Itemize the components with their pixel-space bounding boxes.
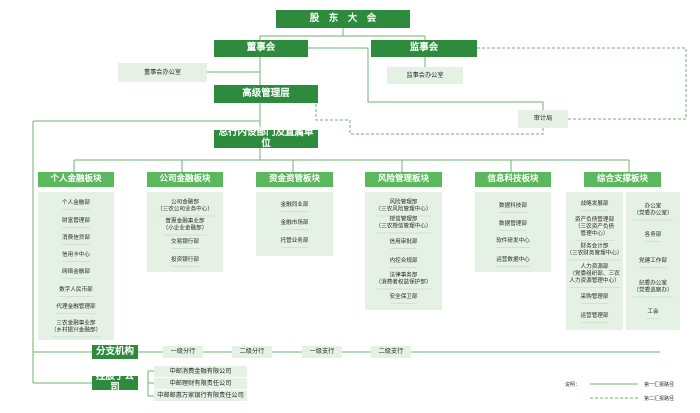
senior-management: 高级管理层: [214, 85, 318, 103]
list-item: 消费信贷部: [38, 235, 114, 245]
list-item: 办公室 （党委办公室）: [626, 204, 680, 221]
segment-personal-finance: 个人金融板块: [38, 172, 114, 187]
list-item: 网络金融部: [38, 269, 114, 279]
list-item: 交易银行部: [147, 239, 223, 249]
list-item: 个人金融部: [38, 200, 114, 210]
panel-personal-finance: 个人金融部 财富管理部 消费信贷部 信用卡中心 网络金融部 数字人民币部 代理金…: [38, 192, 114, 340]
list-item: 党建工作部: [626, 258, 680, 268]
branch-level: 二级支行: [371, 346, 411, 358]
list-item: 投资银行部: [147, 257, 223, 267]
segment-it: 信息科技板块: [475, 172, 551, 187]
list-item: 法律事务部 （消费者权益保护部）: [365, 273, 442, 290]
subsidiary-item: 中邮消费金融有限公司: [154, 366, 247, 377]
list-item: 三农金融事业部 （乡村振兴金融部）: [38, 321, 114, 338]
segment-risk-management: 风险管理板块: [365, 172, 442, 187]
legend-dashed-label: 第二汇报路径: [644, 396, 675, 402]
list-item: 金融同业部: [256, 202, 333, 212]
panel-treasury-asset-mgmt: 金融同业部 金融市场部 托管业务部: [256, 192, 333, 256]
list-item: 信用卡中心: [38, 252, 114, 262]
branch-level: 二级分行: [232, 346, 272, 358]
list-item: 金融市场部: [256, 220, 333, 230]
list-item: 公司金融部 （三农公司业务中心）: [147, 200, 223, 217]
board-of-supervisors: 监事会: [371, 40, 477, 57]
list-item: 采购管理部: [566, 294, 623, 304]
board-of-directors: 董事会: [214, 40, 308, 57]
subsidiary-item: 中邮邮惠万家银行有限责任公司: [154, 390, 247, 401]
branch-level: 一级支行: [302, 346, 342, 358]
panel-corporate-finance: 公司金融部 （三农公司业务中心） 普惠金融事业部 （小企业金融部） 交易银行部 …: [147, 192, 223, 272]
segment-corporate-finance: 公司金融板块: [147, 172, 223, 187]
panel-support-right: 办公室 （党委办公室） 各务部 党建工作部 纪委办公室 （党委巡察办） 工会: [626, 192, 680, 330]
list-item: 财务会计部 （三农财务管理中心）: [566, 244, 623, 261]
legend-solid-label: 第一汇报路径: [644, 382, 675, 388]
board-office: 董事会办公室: [118, 63, 207, 82]
list-item: 人力资源部 （党委组织部、三农 人力资源管理中心）: [566, 264, 623, 288]
list-item: 代理金融管理部: [38, 304, 114, 314]
list-item: 数据管理部: [475, 221, 551, 231]
panel-risk-management: 风险管理部 （三农风险管理中心） 授信管理部 （三农授信管理中心） 信用审批部 …: [365, 192, 442, 310]
list-item: 运营数据中心: [475, 257, 551, 267]
branch-level: 一级分行: [163, 346, 203, 358]
list-item: 内控合规部: [365, 258, 442, 268]
list-item: 资产负债管理部 （三农资产负债 管理中心）: [566, 217, 623, 241]
panel-support-left: 战略发展部 资产负债管理部 （三农资产负债 管理中心） 财务会计部 （三农财务管…: [566, 192, 623, 330]
list-item: 风险管理部 （三农风险管理中心）: [365, 200, 442, 217]
list-item: 授信管理部 （三农授信管理中心）: [365, 217, 442, 234]
list-item: 运营管理部: [566, 313, 623, 323]
list-item: 工会: [626, 309, 680, 319]
list-item: 托管业务部: [256, 238, 333, 248]
shareholders-meeting: 股 东 大 会: [276, 10, 410, 28]
list-item: 数字人民币部: [38, 287, 114, 297]
segment-treasury-asset-mgmt: 资金资管板块: [256, 172, 333, 187]
subsidiary-item: 中邮理财有限责任公司: [154, 378, 247, 389]
list-item: 战略发展部: [566, 201, 623, 211]
branches-title: 分支机构: [92, 345, 138, 359]
audit-bureau: 审计局: [518, 110, 568, 128]
list-item: 安全保卫部: [365, 294, 442, 304]
hq-departments: 总行内设部门及直属单位: [214, 127, 318, 149]
list-item: 信用审批部: [365, 239, 442, 249]
supervisors-office: 监事会办公室: [387, 67, 463, 84]
subsidiaries-title: 控股子公司: [92, 371, 138, 393]
segment-support: 综合支撑板块: [584, 172, 661, 187]
panel-it: 数据科技部 数据管理部 软件研发中心 运营数据中心: [475, 192, 551, 272]
list-item: 软件研发中心: [475, 238, 551, 248]
list-item: 各务部: [626, 232, 680, 242]
legend-label: 说明：: [565, 382, 581, 388]
list-item: 普惠金融事业部 （小企业金融部）: [147, 219, 223, 236]
list-item: 财富管理部: [38, 218, 114, 228]
list-item: 纪委办公室 （党委巡察办）: [626, 281, 680, 298]
list-item: 数据科技部: [475, 203, 551, 213]
